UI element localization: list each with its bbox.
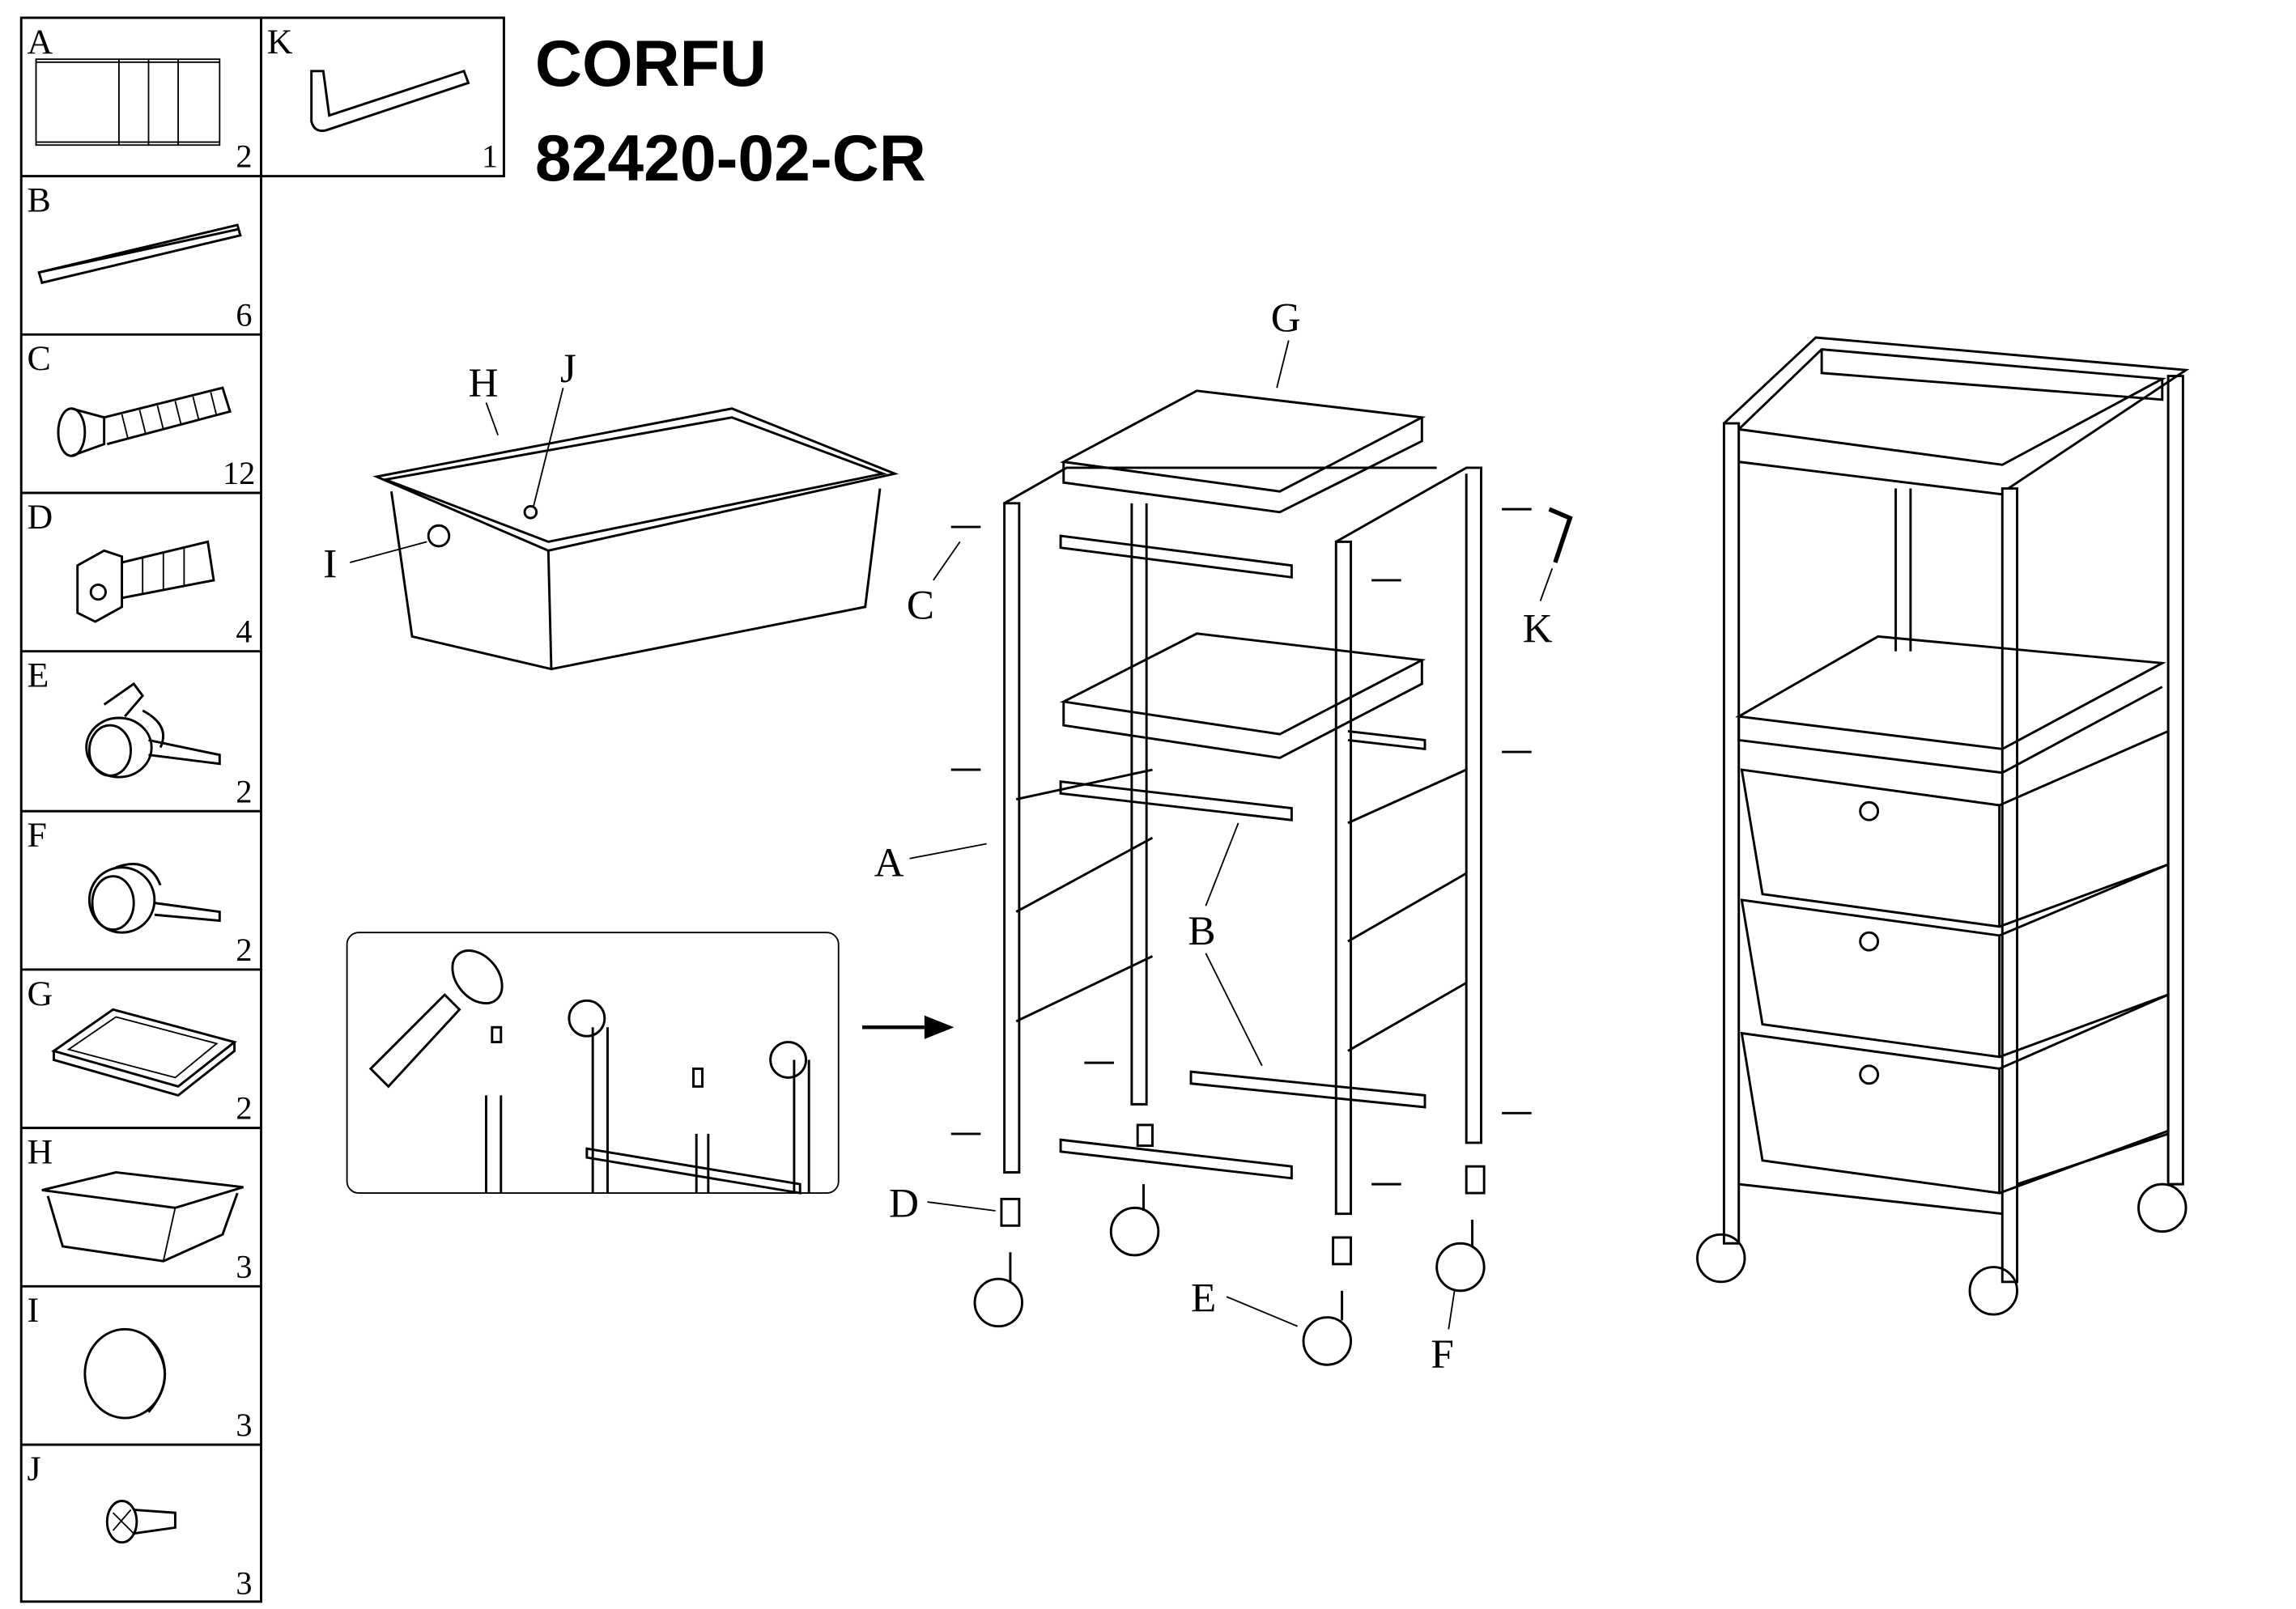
part-cell-f: F 2 xyxy=(28,816,253,968)
part-letter: B xyxy=(28,181,51,220)
caster-installation-inset xyxy=(346,932,840,1195)
part-qty: 2 xyxy=(236,1090,252,1127)
callout-c: C xyxy=(907,582,934,628)
part-cell-a: A 2 xyxy=(28,23,253,175)
part-cell-i: I 3 xyxy=(28,1291,253,1443)
assembled-cart xyxy=(1696,336,2190,1316)
knob-hole xyxy=(427,524,451,548)
screw-icon xyxy=(105,1500,176,1544)
part-letter: G xyxy=(28,974,53,1013)
arrow-icon xyxy=(862,1015,955,1039)
leg-insert-icon xyxy=(76,540,215,623)
part-letter: F xyxy=(28,816,47,855)
callout-e: E xyxy=(1191,1275,1216,1321)
part-cell-h: H 3 xyxy=(28,1133,253,1285)
side-frame-icon xyxy=(35,58,221,146)
product-name: CORFU xyxy=(535,28,767,100)
part-cell-b: B 6 xyxy=(28,181,253,333)
part-letter: H xyxy=(28,1133,53,1172)
part-cell-d: D 4 xyxy=(28,498,253,650)
model-number: 82420-02-CR xyxy=(535,122,926,195)
knob-icon xyxy=(83,1327,167,1420)
mallet-icon xyxy=(368,949,504,1089)
callout-k: K xyxy=(1523,606,1553,652)
allen-key-icon xyxy=(310,69,470,133)
drawer-bin-icon xyxy=(41,1170,244,1263)
exploded-callouts: G C K A B D E F xyxy=(874,295,1554,1378)
part-letter: K xyxy=(267,23,293,62)
part-cell-g: G 2 xyxy=(28,974,253,1127)
part-qty: 4 xyxy=(236,613,252,650)
part-qty: 3 xyxy=(236,1565,252,1602)
callout-j: J xyxy=(560,346,576,392)
part-letter: D xyxy=(28,498,53,537)
drawer-detail: H J I xyxy=(323,346,899,671)
crossbar-icon xyxy=(37,223,242,285)
exploded-view xyxy=(950,389,1573,1366)
callout-h: H xyxy=(469,360,499,406)
callout-i: I xyxy=(323,541,337,587)
part-qty: 2 xyxy=(236,773,252,809)
locking-caster-icon xyxy=(85,681,221,779)
part-letter: J xyxy=(28,1450,41,1488)
part-letter: A xyxy=(28,23,53,62)
callout-g: G xyxy=(1271,295,1301,342)
part-qty: 12 xyxy=(223,455,255,491)
part-cell-k: K 1 xyxy=(267,23,498,175)
part-cell-j: J 3 xyxy=(28,1450,253,1602)
callout-b: B xyxy=(1188,908,1215,954)
part-qty: 2 xyxy=(236,138,252,175)
part-letter: C xyxy=(28,339,51,378)
part-qty: 3 xyxy=(236,1407,252,1443)
part-cell-e: E 2 xyxy=(28,656,253,810)
bolt-icon xyxy=(57,386,232,457)
caster-icon xyxy=(87,863,221,934)
part-qty: 3 xyxy=(236,1248,252,1284)
tray-icon xyxy=(51,1008,237,1097)
part-cell-c: C 12 xyxy=(28,339,256,491)
parts-table: A 2 K 1 B 6 C 12 xyxy=(19,16,505,1603)
part-qty: 2 xyxy=(236,932,252,968)
part-letter: I xyxy=(28,1291,40,1330)
callout-f: F xyxy=(1431,1331,1453,1378)
part-letter: E xyxy=(28,656,49,695)
callout-a: A xyxy=(874,840,904,886)
part-qty: 6 xyxy=(236,296,252,333)
callout-d: D xyxy=(889,1180,919,1226)
part-qty: 1 xyxy=(482,138,498,175)
